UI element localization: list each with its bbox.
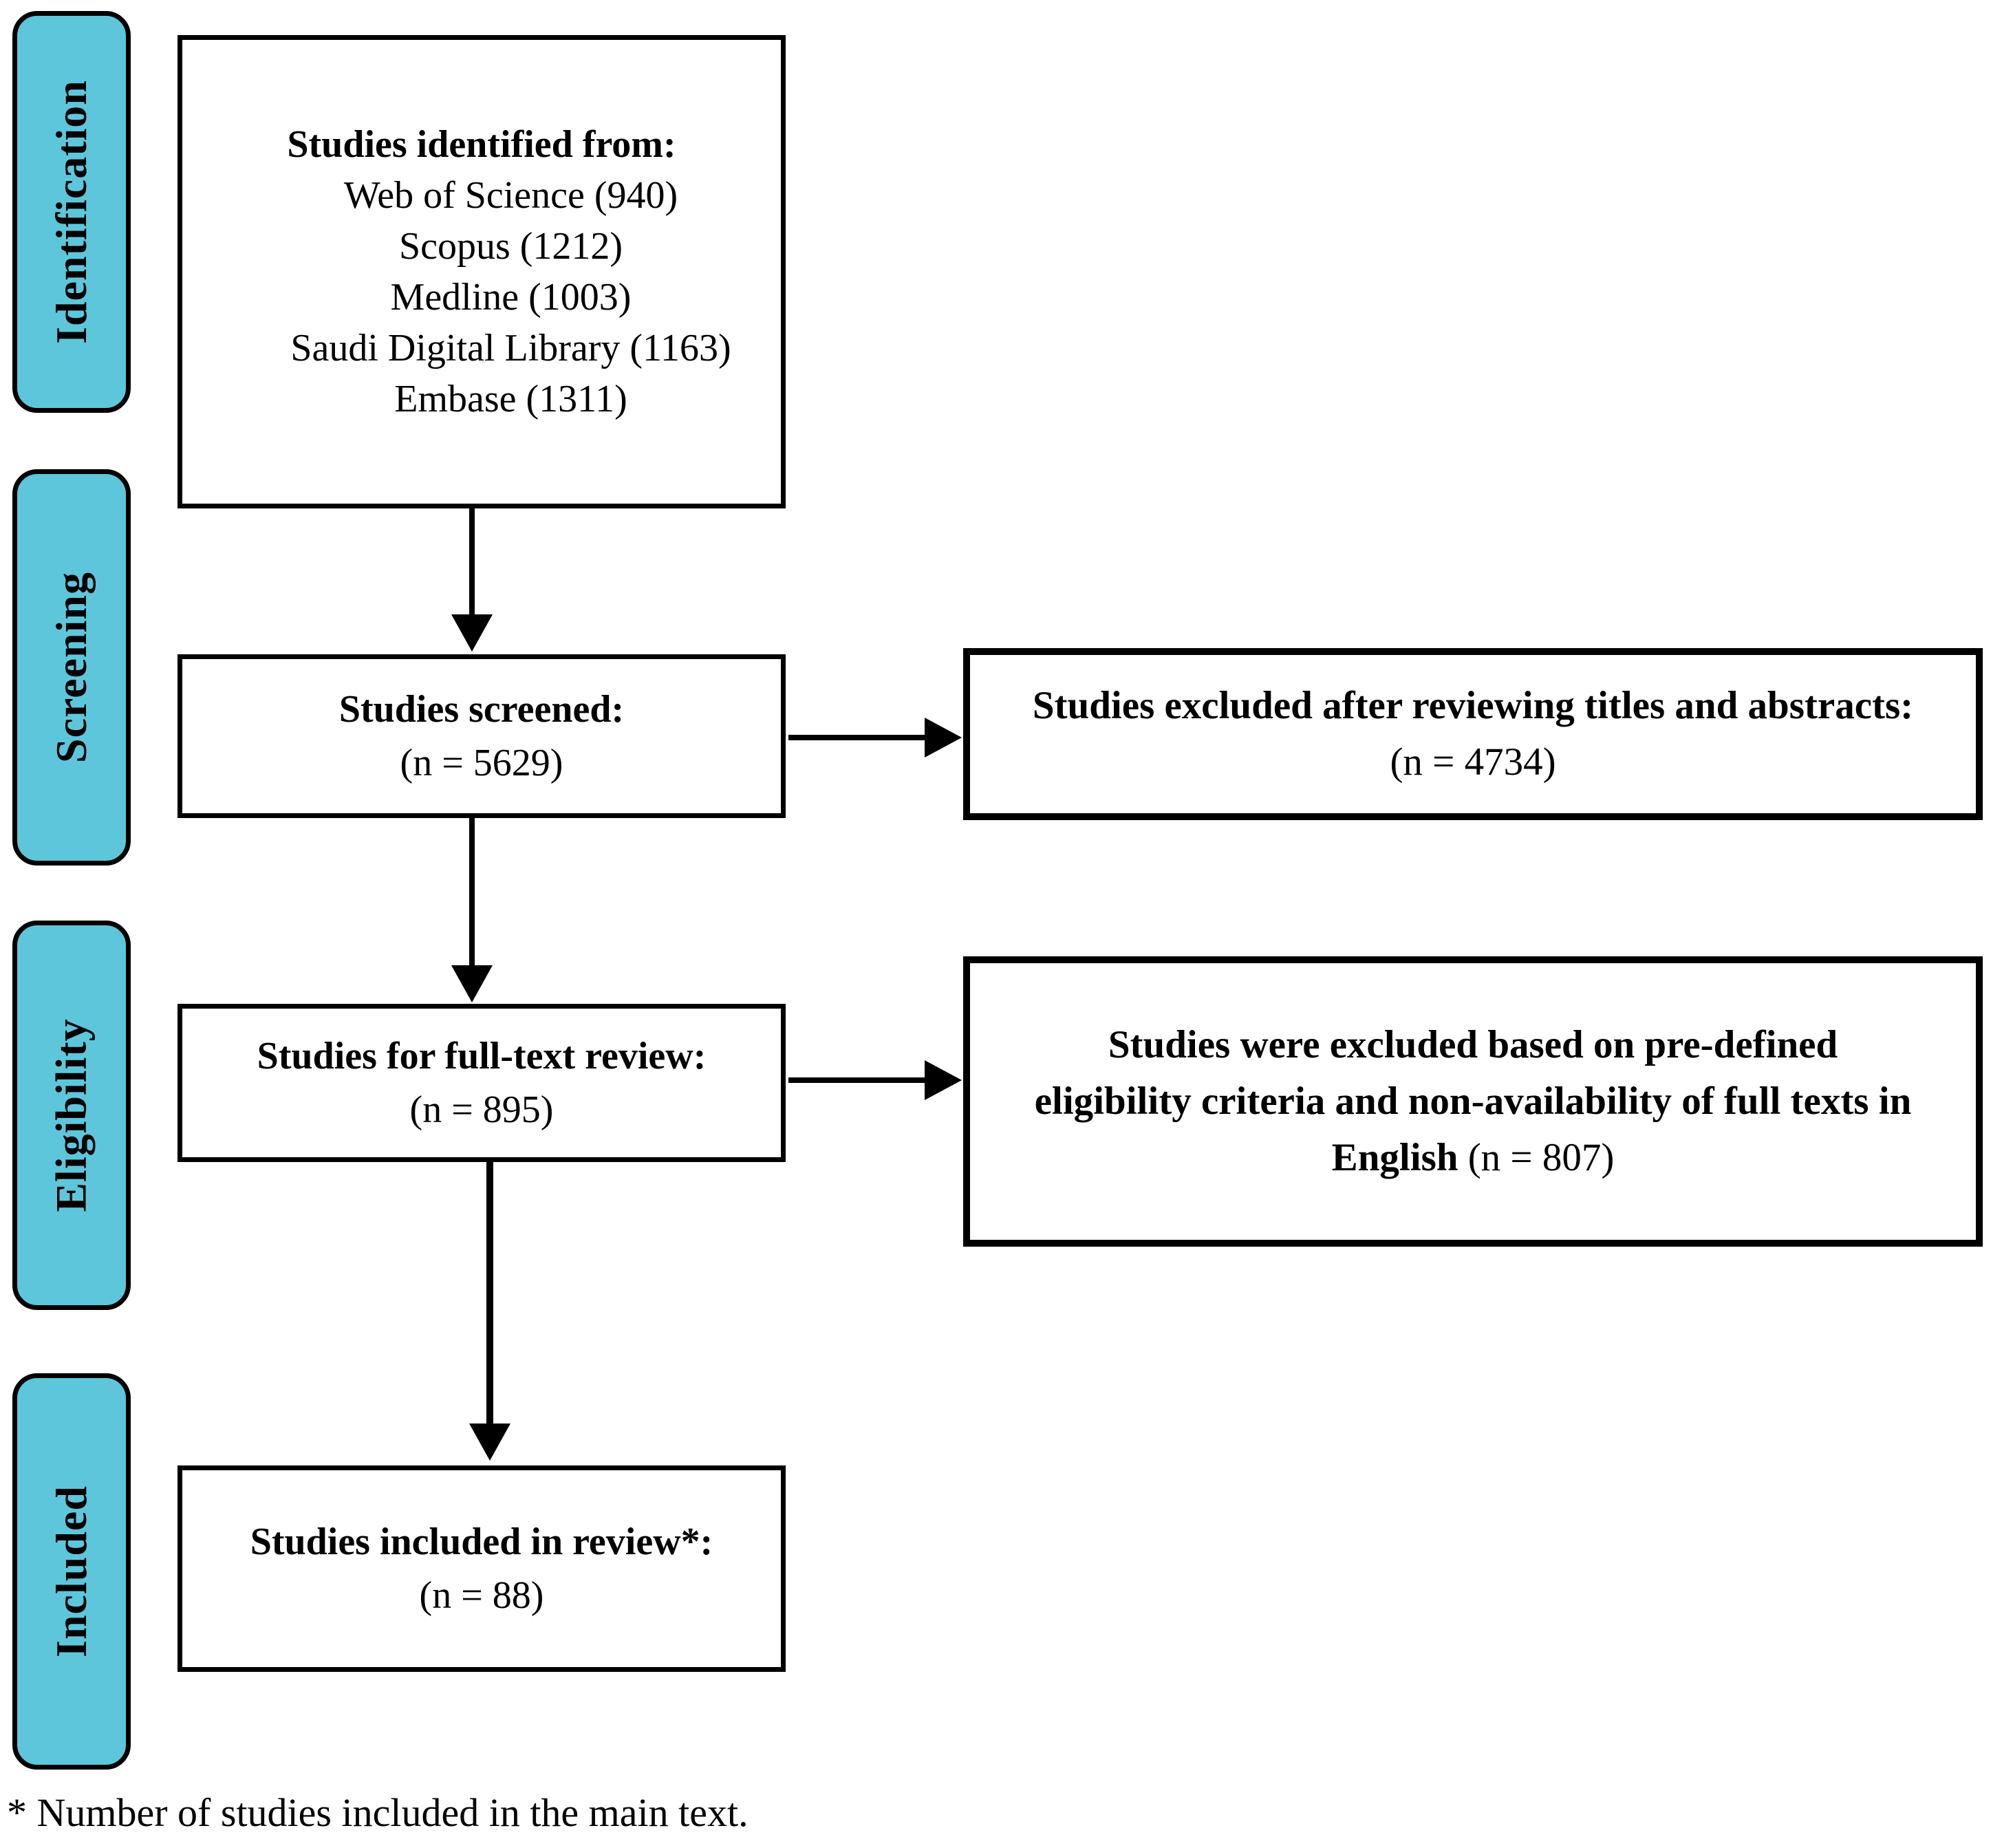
box-studies-identified: Studies identified from: Web of Science … — [177, 35, 786, 508]
stage-included-label: Included — [47, 1485, 96, 1657]
footnote: * Number of studies included in the main… — [7, 1790, 749, 1835]
box-studies-included: Studies included in review*: (n = 88) — [177, 1465, 786, 1672]
studies-screened-title: Studies screened: — [338, 688, 625, 731]
source-embase: Embase (1311) — [394, 378, 627, 420]
box-studies-screened: Studies screened: (n = 5629) — [177, 654, 786, 818]
stage-included: Included — [12, 1373, 131, 1770]
arrow-screened-to-excluded — [788, 718, 962, 758]
source-web-of-science: Web of Science (940) — [343, 174, 678, 217]
studies-identified-title: Studies identified from: — [287, 123, 676, 166]
arrow-shaft — [469, 817, 475, 965]
arrow-fulltext-to-excluded — [788, 1060, 962, 1100]
arrow-shaft — [486, 1161, 493, 1423]
stage-identification-label: Identification — [47, 80, 96, 344]
box-excluded-titles-abstracts: Studies excluded after reviewing titles … — [963, 648, 1983, 820]
source-medline: Medline (1003) — [390, 276, 632, 319]
arrow-screened-to-fulltext — [451, 817, 493, 1002]
arrow-shaft — [788, 1077, 925, 1083]
box-fulltext-review: Studies for full-text review: (n = 895) — [177, 1004, 786, 1162]
excluded-titles-abstracts-title: Studies excluded after reviewing titles … — [1032, 684, 1914, 727]
arrow-head-down-icon — [451, 965, 493, 1002]
arrow-head-down-icon — [469, 1423, 510, 1461]
arrow-shaft — [469, 508, 475, 614]
excluded-eligibility-count: (n = 807) — [1458, 1136, 1615, 1179]
arrow-fulltext-to-included — [469, 1161, 510, 1461]
source-saudi-digital-library: Saudi Digital Library (1163) — [290, 327, 731, 369]
excluded-eligibility-line2: eligibility criteria and non-availabilit… — [1034, 1079, 1912, 1123]
studies-included-count: (n = 88) — [419, 1574, 544, 1617]
stage-screening: Screening — [12, 469, 131, 866]
box-excluded-eligibility: Studies were excluded based on pre-defin… — [963, 956, 1983, 1247]
source-scopus: Scopus (1212) — [398, 225, 623, 268]
arrow-head-down-icon — [451, 614, 493, 652]
arrow-head-right-icon — [925, 1060, 962, 1100]
studies-screened-count: (n = 5629) — [400, 742, 563, 784]
excluded-eligibility-line3: English (n = 807) — [1332, 1130, 1615, 1186]
fulltext-review-count: (n = 895) — [409, 1088, 554, 1131]
excluded-eligibility-line1: Studies were excluded based on pre-defin… — [1108, 1023, 1838, 1066]
stage-eligibility-label: Eligibility — [47, 1018, 96, 1212]
excluded-eligibility-english: English — [1331, 1136, 1458, 1179]
excluded-titles-abstracts-count: (n = 4734) — [1390, 740, 1556, 784]
arrow-identified-to-screened — [451, 508, 493, 652]
stage-screening-label: Screening — [47, 571, 96, 764]
fulltext-review-title: Studies for full-text review: — [257, 1035, 707, 1077]
stage-identification: Identification — [12, 11, 131, 413]
studies-included-title: Studies included in review*: — [250, 1521, 713, 1563]
arrow-shaft — [788, 735, 925, 740]
stage-eligibility: Eligibility — [12, 921, 131, 1310]
arrow-head-right-icon — [925, 718, 962, 758]
